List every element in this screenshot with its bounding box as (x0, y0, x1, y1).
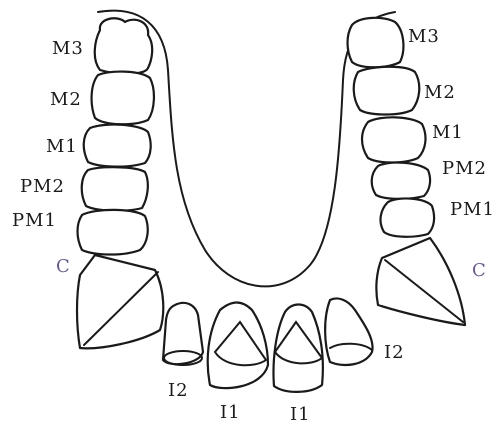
label-left-m2: M2 (50, 89, 82, 110)
left-m3-tooth (95, 18, 152, 74)
label-right-m2: M2 (424, 82, 456, 103)
label-left-i1: I1 (220, 402, 241, 423)
label-right-c: C (472, 260, 487, 281)
left-canine-tooth (77, 255, 163, 348)
label-left-pm1: PM1 (12, 210, 57, 231)
right-m3-tooth (348, 18, 404, 67)
label-left-pm2: PM2 (20, 176, 65, 197)
label-right-m1: M1 (432, 122, 464, 143)
right-m2-tooth (354, 67, 420, 115)
left-i1-tooth (208, 303, 268, 389)
label-right-pm2: PM2 (442, 158, 487, 179)
left-pm1-tooth (78, 210, 148, 255)
right-pm2-tooth (372, 163, 430, 199)
right-i2-tooth (325, 298, 372, 364)
right-pm1-tooth (381, 199, 435, 237)
left-pm2-tooth (82, 167, 148, 211)
label-left-i2: I2 (168, 380, 189, 401)
right-i1-tooth (273, 305, 322, 392)
right-m1-tooth (362, 117, 425, 162)
label-left-m1: M1 (46, 136, 78, 157)
label-right-pm1: PM1 (450, 199, 495, 220)
left-m1-tooth (84, 125, 151, 167)
label-right-i2: I2 (384, 342, 405, 363)
right-canine-tooth (376, 238, 465, 325)
label-left-m3: M3 (52, 38, 84, 59)
left-m2-tooth (92, 72, 154, 125)
label-left-c: C (56, 256, 71, 277)
left-i2-tooth (163, 303, 203, 365)
label-right-i1: I1 (290, 404, 311, 425)
label-right-m3: M3 (408, 26, 440, 47)
